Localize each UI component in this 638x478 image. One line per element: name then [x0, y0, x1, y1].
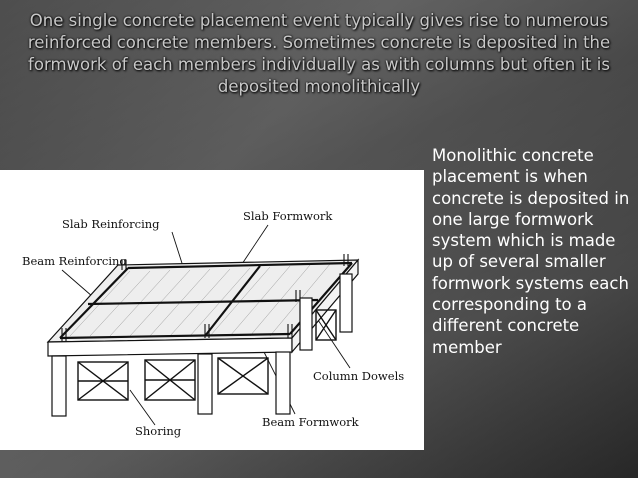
slide-title: One single concrete placement event typi…: [27, 11, 611, 96]
label-slab-formwork: Slab Formwork: [243, 209, 333, 223]
shoring: [77, 309, 337, 401]
label-shoring: Shoring: [135, 424, 182, 438]
label-beam-reinforcing: Beam Reinforcing: [22, 254, 127, 268]
label-beam-formwork: Beam Formwork: [262, 415, 360, 429]
label-slab-reinforcing: Slab Reinforcing: [62, 217, 160, 231]
beam-reinforcing: [59, 261, 353, 340]
formwork-drawing: Slab Reinforcing Slab Formwork Beam Rein…: [22, 209, 404, 438]
body-text: Monolithic concrete placement is when co…: [432, 146, 630, 357]
label-column-dowels: Column Dowels: [313, 369, 404, 383]
columns: [51, 273, 353, 417]
formwork-diagram: Slab Reinforcing Slab Formwork Beam Rein…: [0, 170, 424, 450]
